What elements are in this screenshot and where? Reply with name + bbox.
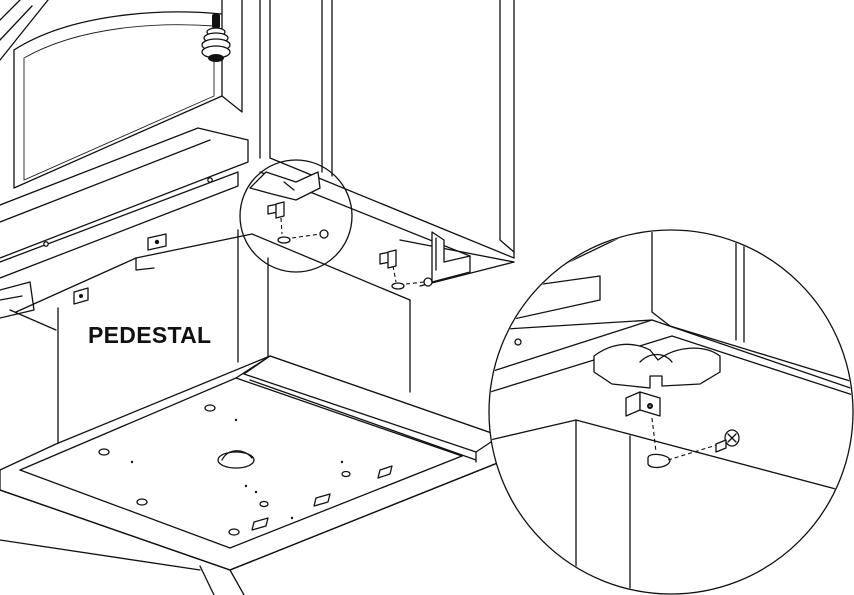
- pedestal-label: PEDESTAL: [86, 322, 214, 349]
- base-plate: [0, 355, 501, 595]
- pedestal-body: [15, 201, 433, 445]
- detail-callout-small: [239, 159, 353, 273]
- spring-knob-icon: [201, 14, 231, 62]
- detail-callout-large: [488, 229, 854, 595]
- cabinet-body: [0, 0, 515, 331]
